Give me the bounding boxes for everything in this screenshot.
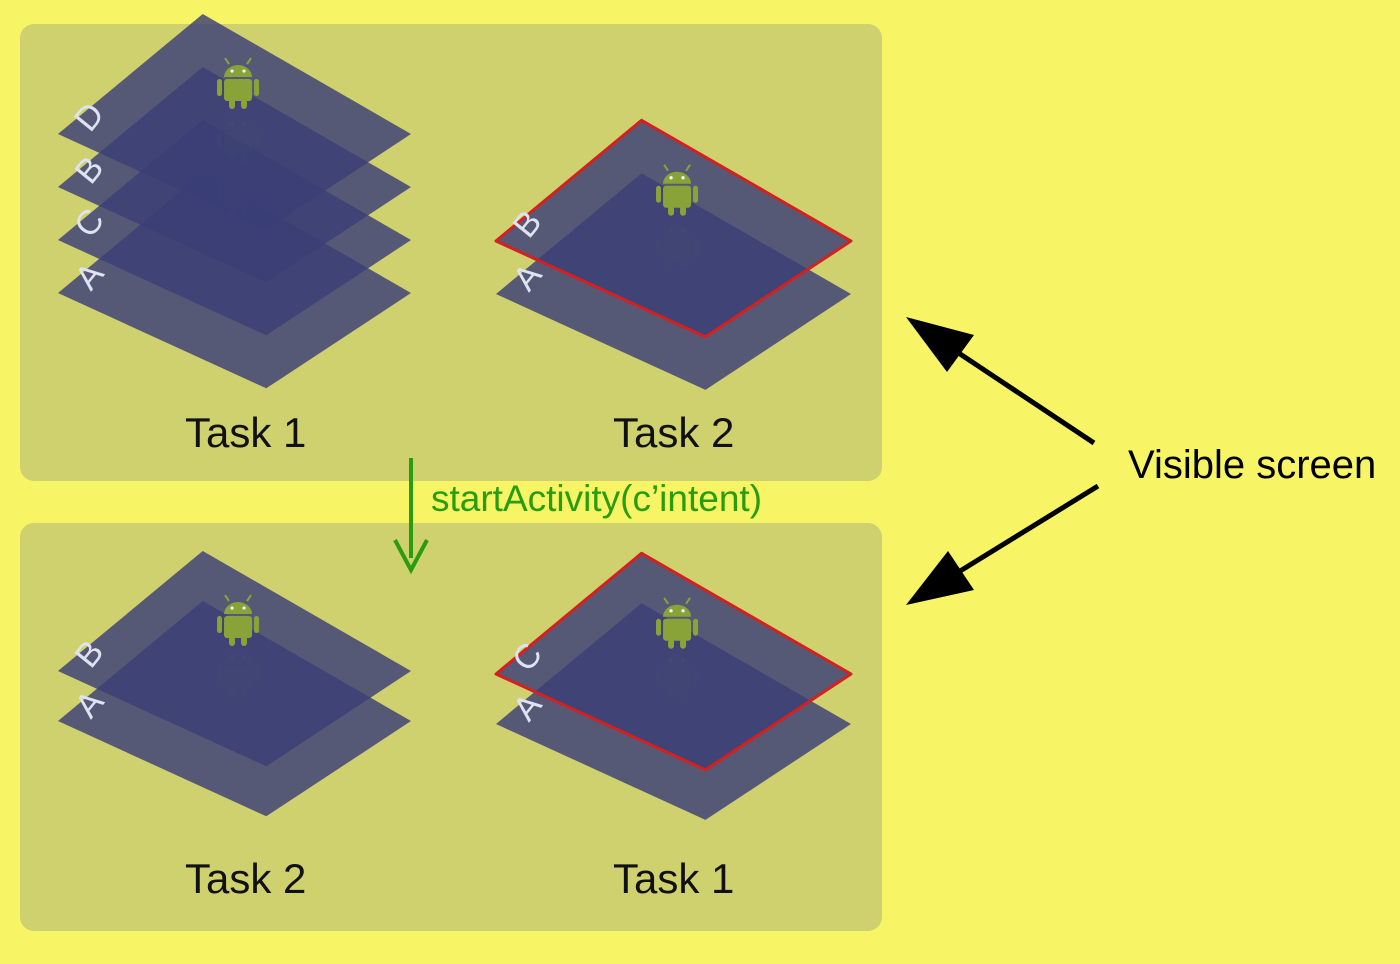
android-icon: [656, 164, 699, 216]
android-icon: [217, 57, 260, 110]
visible-screen-label: Visible screen: [1128, 443, 1377, 487]
before-task-1-label: Task 1: [185, 409, 307, 456]
layer-plane: [58, 550, 411, 767]
layer-plane: [494, 118, 853, 339]
layer-plane: [494, 551, 853, 772]
layer-plane: [58, 13, 411, 230]
activity-layer-c: C: [494, 551, 853, 772]
after-task-2-label: Task 2: [185, 855, 307, 902]
after-task-2-stack: AB: [58, 550, 411, 817]
activity-layer-b: B: [494, 118, 853, 339]
android-icon: [217, 594, 260, 647]
android-icon: [656, 597, 699, 649]
activity-layer-d: D: [58, 13, 411, 230]
after-task-1-label: Task 1: [613, 855, 735, 902]
before-task-2-stack: AB: [494, 118, 853, 390]
before-task-2-label: Task 2: [613, 409, 735, 456]
after-task-1-stack: AC: [494, 551, 853, 820]
start-activity-label: startActivity(c’intent): [431, 478, 763, 519]
